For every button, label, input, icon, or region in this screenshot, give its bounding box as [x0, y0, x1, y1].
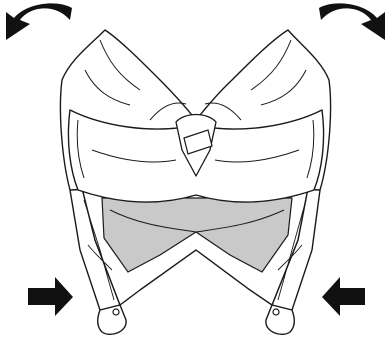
curved-arrow-left-icon: [6, 3, 72, 40]
arrow-left-icon: [322, 277, 365, 316]
curved-arrow-right-icon: [319, 3, 385, 40]
right-cuff: [266, 305, 295, 334]
left-cuff: [98, 305, 127, 334]
arrow-right-icon: [28, 277, 73, 316]
